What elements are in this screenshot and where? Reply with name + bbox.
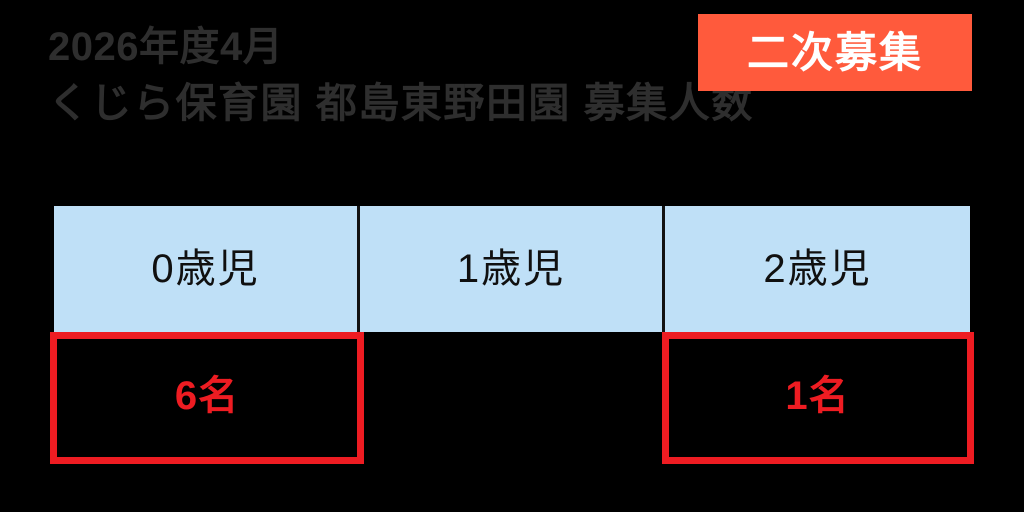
table-header-label: 2歳児 [763,247,872,291]
table-header-label: 0歳児 [151,247,260,291]
table-body-cell-age2: 1名 [665,332,970,460]
status-badge-label: 二次募集 [746,28,923,76]
table-header-label: 1歳児 [456,247,566,291]
capacity-value: 6名 [174,374,240,418]
page-title: 2026年度4月 くじら保育園 都島東野田園 募集人数 [48,25,754,127]
header: 2026年度4月 くじら保育園 都島東野田園 募集人数 二次募集 [0,0,1024,196]
status-badge: 二次募集 [698,14,972,91]
table-header-cell-age2: 2歳児 [665,206,970,332]
capacity-table-grid: 0歳児 1歳児 2歳児 6名 1名 [54,206,970,460]
table-header-cell-age0: 0歳児 [54,206,360,332]
capacity-table: 0歳児 1歳児 2歳児 6名 1名 [50,206,974,464]
capacity-value: 1名 [785,374,850,418]
table-header-cell-age1: 1歳児 [360,206,665,332]
table-body-cell-age0: 6名 [54,332,360,460]
title-period: 2026年度4月 [48,25,284,69]
table-body-cell-age1 [360,332,665,460]
title-facility: くじら保育園 都島東野田園 募集人数 [48,80,754,127]
